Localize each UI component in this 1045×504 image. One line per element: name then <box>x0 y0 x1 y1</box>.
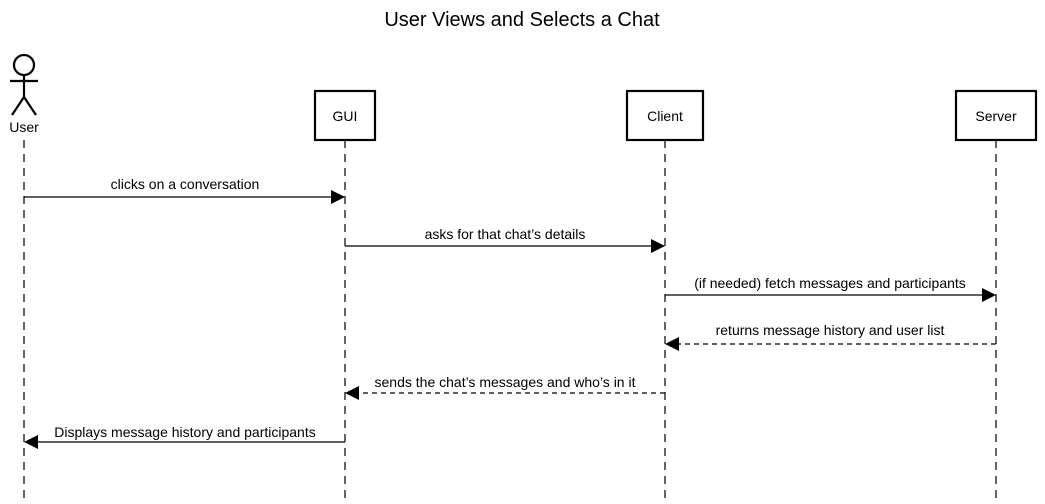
participant-box-gui <box>313 89 377 142</box>
participant-client: Client <box>625 89 705 142</box>
participant-box-server <box>954 89 1038 142</box>
message-label-4: returns message history and user list <box>716 322 945 338</box>
actor-label-user: User <box>9 119 39 135</box>
arrowhead-left-icon <box>24 435 38 449</box>
arrowhead-right-icon <box>651 239 665 253</box>
message-label-3: (if needed) fetch messages and participa… <box>694 275 966 291</box>
participant-label-gui: GUI <box>333 108 358 124</box>
participant-label-client: Client <box>647 108 683 124</box>
arrowhead-right-icon <box>982 288 996 302</box>
participant-gui: GUI <box>313 89 377 142</box>
message-label-2: asks for that chat’s details <box>425 226 586 242</box>
participant-box-client <box>625 89 705 142</box>
user-actor-icon <box>10 53 38 116</box>
message-6: Displays message history and participant… <box>24 424 345 449</box>
participant-label-server: Server <box>975 108 1017 124</box>
arrowhead-left-icon <box>665 337 679 351</box>
participant-server: Server <box>954 89 1038 142</box>
message-label-6: Displays message history and participant… <box>54 424 315 440</box>
message-label-5: sends the chat’s messages and who’s in i… <box>375 374 636 390</box>
message-2: asks for that chat’s details <box>345 226 665 253</box>
arrowhead-left-icon <box>345 386 359 400</box>
arrowhead-right-icon <box>331 190 345 204</box>
message-1: clicks on a conversation <box>24 176 345 204</box>
message-4: returns message history and user list <box>665 322 996 351</box>
diagram-title: User Views and Selects a Chat <box>384 9 660 31</box>
message-5: sends the chat’s messages and who’s in i… <box>345 374 665 400</box>
message-label-1: clicks on a conversation <box>111 176 260 192</box>
message-3: (if needed) fetch messages and participa… <box>665 275 996 302</box>
